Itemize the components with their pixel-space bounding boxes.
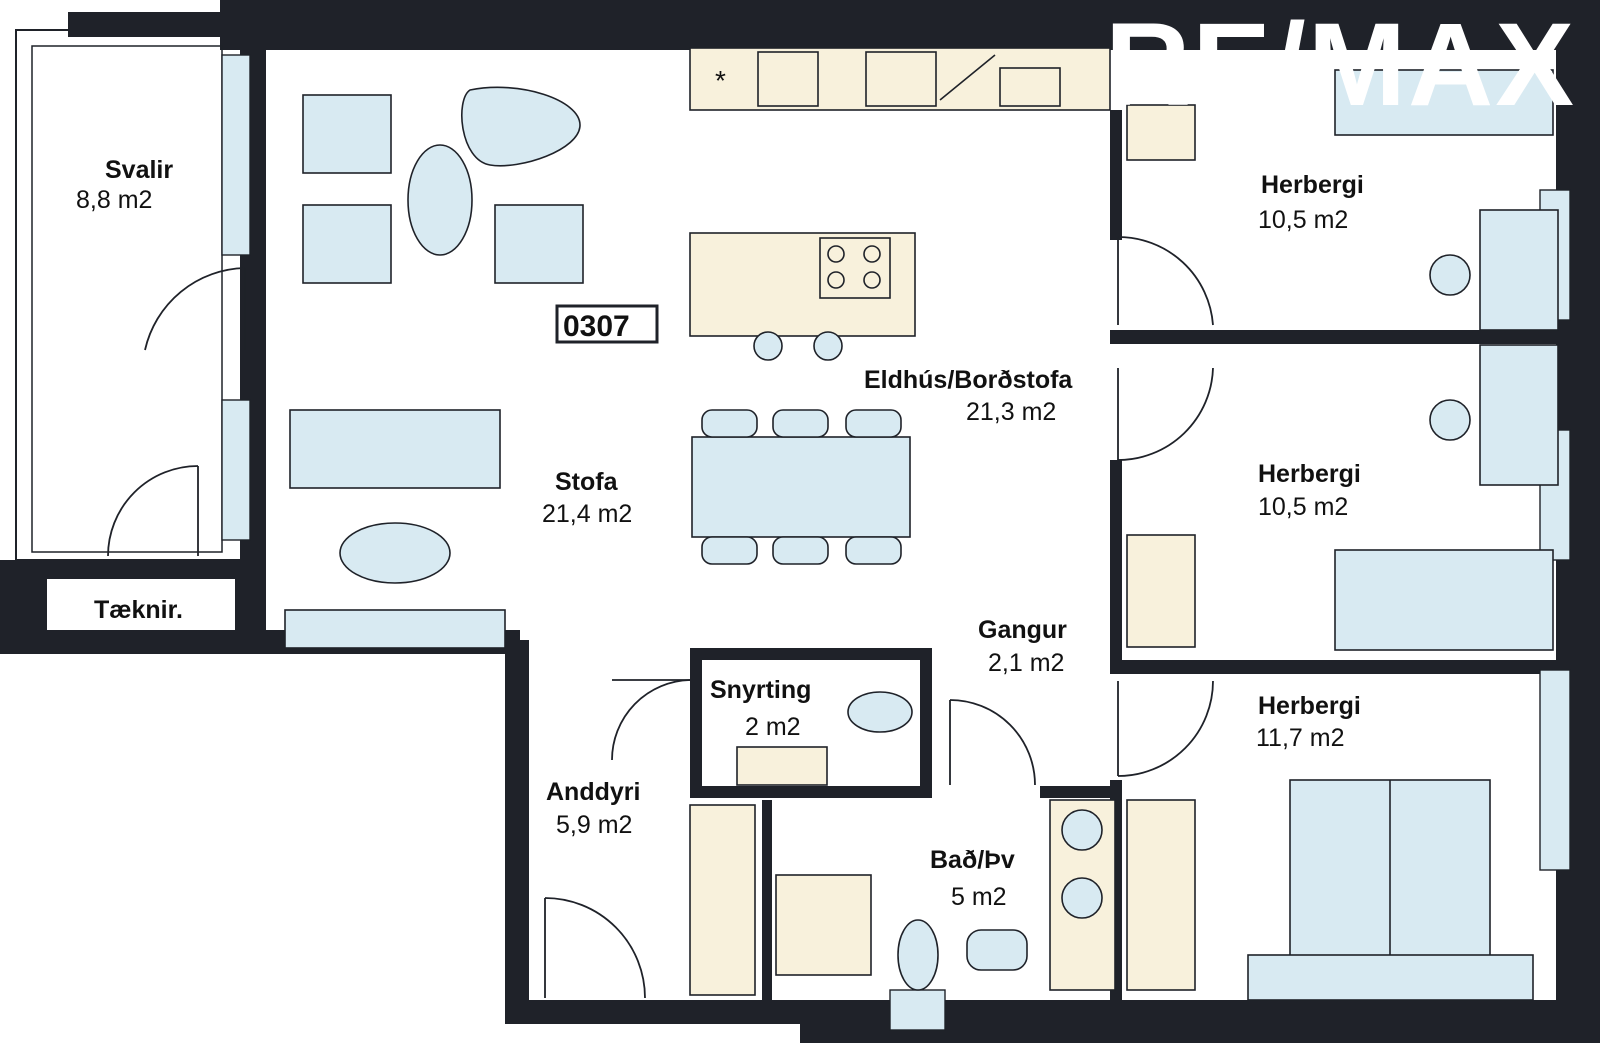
doors xyxy=(107,236,1214,999)
unit-id-label: 0307 xyxy=(555,304,659,344)
unit-id-text: 0307 xyxy=(563,310,630,343)
anddyri-area: 5,9 m2 xyxy=(556,811,632,839)
stofa-name: Stofa xyxy=(555,468,619,496)
svg-text:*: * xyxy=(715,65,726,96)
herbergi-1-name: Herbergi xyxy=(1261,171,1364,199)
eldhus-name: Eldhús/Borðstofa xyxy=(864,366,1073,394)
snyrting-name: Snyrting xyxy=(710,676,811,704)
remax-logo: RE/MAX xyxy=(1105,0,1576,131)
bad-area: 5 m2 xyxy=(951,883,1007,911)
furniture: * xyxy=(284,47,1559,1001)
stofa-area: 21,4 m2 xyxy=(542,500,632,528)
bad-name: Bað/Þv xyxy=(930,846,1015,874)
gangur-name: Gangur xyxy=(978,616,1067,644)
gangur-area: 2,1 m2 xyxy=(988,649,1064,677)
anddyri-name: Anddyri xyxy=(546,778,640,806)
herbergi-3-area: 11,7 m2 xyxy=(1256,724,1344,752)
herbergi-2-area: 10,5 m2 xyxy=(1258,493,1348,521)
herbergi-2-name: Herbergi xyxy=(1258,460,1361,488)
svalir-name: Svalir xyxy=(105,156,173,184)
herbergi-1-area: 10,5 m2 xyxy=(1258,206,1348,234)
svalir-area: 8,8 m2 xyxy=(76,186,152,214)
taeknir-name: Tæknir. xyxy=(94,596,183,624)
room-labels: Svalir 8,8 m2 Tæknir. Stofa 21,4 m2 Eldh… xyxy=(76,156,1364,911)
eldhus-area: 21,3 m2 xyxy=(966,398,1056,426)
snyrting-area: 2 m2 xyxy=(745,713,801,741)
herbergi-3-name: Herbergi xyxy=(1258,692,1361,720)
